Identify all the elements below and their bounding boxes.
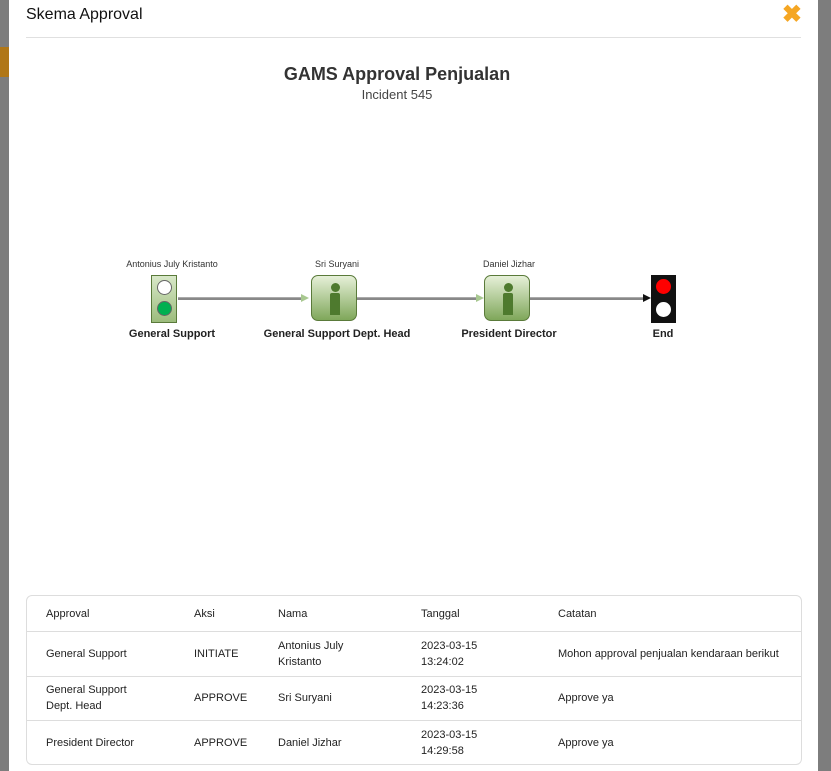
approval-table: Approval Aksi Nama Tanggal Catatan Gener… (26, 595, 802, 765)
close-icon[interactable]: ✖ (781, 1, 802, 28)
node-role: End (652, 328, 674, 340)
arrow-icon (643, 294, 651, 302)
header-approval: Approval (46, 607, 90, 620)
cell-tanggal: 2023-03-15 14:29:58 (421, 729, 478, 758)
node-actor: Sri Suryani (314, 259, 360, 269)
header-aksi: Aksi (194, 607, 215, 620)
cell-aksi: APPROVE (194, 737, 248, 750)
cell-approval: General Support (46, 647, 127, 660)
header-catatan: Catatan (558, 607, 597, 620)
node-actor: Antonius July Kristanto (126, 259, 218, 269)
cell-nama: Sri Suryani (278, 692, 332, 705)
cell-catatan: Approve ya (558, 692, 614, 705)
background-page-right (818, 0, 831, 771)
end-traffic-light-icon[interactable] (651, 275, 676, 323)
flow-connector (530, 297, 644, 300)
header-tanggal: Tanggal (421, 607, 460, 620)
cell-nama: Antonius July Kristanto (278, 639, 344, 668)
background-button (0, 47, 9, 77)
table-header: Approval Aksi Nama Tanggal Catatan (27, 596, 801, 632)
arrow-icon (476, 294, 484, 302)
user-task-icon[interactable] (311, 275, 357, 321)
table-row: President Director APPROVE Daniel Jizhar… (27, 721, 801, 766)
cell-aksi: INITIATE (194, 647, 239, 660)
cell-approval: President Director (46, 737, 135, 750)
user-task-icon[interactable] (484, 275, 530, 321)
header-nama: Nama (278, 607, 308, 620)
arrow-icon (301, 294, 309, 302)
start-traffic-light-icon[interactable] (151, 275, 177, 323)
node-role: President Director (461, 328, 557, 340)
cell-nama: Daniel Jizhar (278, 737, 342, 750)
cell-catatan: Approve ya (558, 737, 614, 750)
modal-title: Skema Approval (26, 6, 143, 23)
cell-tanggal: 2023-03-15 13:24:02 (421, 639, 478, 668)
node-role: General Support (128, 328, 216, 340)
node-role: General Support Dept. Head (263, 328, 411, 340)
divider (26, 37, 801, 38)
flow-connector (178, 297, 303, 300)
skema-approval-modal: Skema Approval ✖ GAMS Approval Penjualan… (9, 0, 818, 771)
cell-approval: General Support Dept. Head (46, 684, 127, 713)
flow-connector (357, 297, 478, 300)
table-row: General Support Dept. Head APPROVE Sri S… (27, 677, 801, 721)
diagram-subtitle: Incident 545 (361, 87, 433, 102)
node-actor: Daniel Jizhar (482, 259, 536, 269)
background-page-left (0, 0, 9, 771)
diagram-title: GAMS Approval Penjualan (283, 64, 511, 84)
cell-aksi: APPROVE (194, 692, 248, 705)
cell-catatan: Mohon approval penjualan kendaraan berik… (558, 647, 779, 660)
table-row: General Support INITIATE Antonius July K… (27, 632, 801, 677)
cell-tanggal: 2023-03-15 14:23:36 (421, 684, 478, 713)
